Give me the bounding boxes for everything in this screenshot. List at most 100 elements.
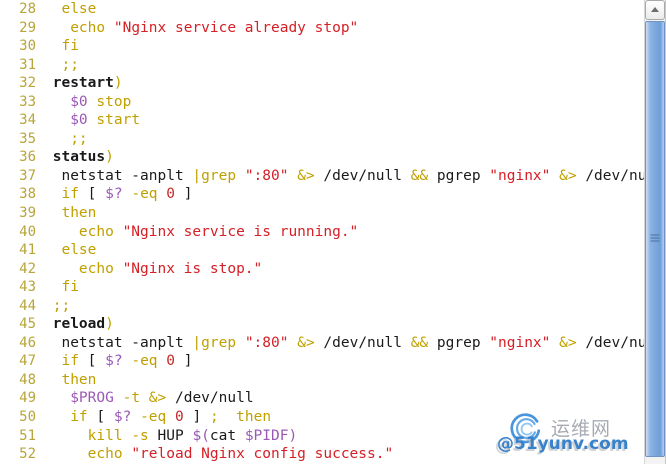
code-token: then (61, 205, 97, 222)
code-line[interactable]: 33 $0 stop (0, 93, 645, 112)
code-token (288, 335, 297, 351)
code-token: -eq (131, 186, 158, 203)
code-line[interactable]: 40 echo "Nginx service is running." (0, 223, 645, 242)
code-token: if (61, 186, 79, 203)
code-line[interactable]: 39 then (0, 204, 645, 223)
code-line-text: fi (44, 278, 645, 297)
line-number: 51 (19, 427, 36, 444)
code-token: else (61, 1, 97, 17)
code-line[interactable]: 36 status) (0, 148, 645, 167)
code-token: ] (175, 186, 193, 203)
code-token: 0 (175, 409, 184, 426)
code-token: && (410, 334, 429, 351)
line-number: 32 (19, 75, 36, 92)
code-token (131, 409, 140, 425)
code-token: echo (78, 223, 114, 240)
code-token (44, 112, 70, 128)
code-line[interactable]: 46 netstat -anplt |grep ":80" &> /dev/nu… (0, 334, 645, 353)
code-line[interactable]: 47 if [ $? -eq 0 ] (0, 352, 645, 371)
code-token (44, 224, 79, 240)
code-token: [ (87, 409, 114, 426)
code-token: $0 (70, 112, 88, 129)
scrollbar-thumb[interactable] (645, 21, 665, 457)
line-number: 44 (19, 297, 36, 314)
code-token: HUP (148, 427, 193, 444)
line-number: 36 (19, 149, 36, 166)
code-token: -eq (131, 353, 158, 370)
code-token: ;; (61, 56, 79, 73)
code-token: pgrep (428, 167, 490, 184)
code-line-text: echo "Nginx service is running." (44, 223, 645, 242)
code-token (44, 57, 61, 73)
code-token (158, 186, 167, 202)
code-token: "Nginx service is running." (122, 223, 359, 240)
line-number: 31 (19, 56, 36, 73)
code-token: netstat -anplt (61, 334, 193, 351)
code-token (550, 168, 559, 184)
code-token: fi (61, 279, 79, 296)
code-token (44, 20, 70, 36)
code-token: ; (209, 409, 219, 426)
code-token (44, 279, 61, 295)
code-token: -s (131, 427, 149, 444)
code-line-text: fi (44, 37, 645, 56)
code-line[interactable]: 43 fi (0, 278, 645, 297)
code-token (44, 242, 61, 258)
line-number: 42 (19, 260, 36, 277)
code-line[interactable]: 30 fi (0, 37, 645, 56)
code-token: /dev/null (314, 167, 411, 184)
code-line[interactable]: 29 echo "Nginx service already stop" (0, 19, 645, 38)
code-token: grep (201, 334, 237, 351)
code-token (166, 409, 175, 425)
line-number: 52 (19, 446, 36, 463)
code-token: &> (297, 167, 315, 184)
code-line[interactable]: 41 else (0, 241, 645, 260)
code-token: ;; (52, 297, 71, 314)
code-line[interactable]: 38 if [ $? -eq 0 ] (0, 185, 645, 204)
line-number: 40 (19, 223, 36, 240)
code-line[interactable]: 28 else (0, 0, 645, 19)
code-line-text: else (44, 0, 645, 19)
code-line[interactable]: 45 reload) (0, 315, 645, 334)
line-number: 39 (19, 205, 36, 222)
code-token: 0 (166, 186, 176, 203)
line-number: 35 (19, 130, 36, 147)
code-line[interactable]: 48 then (0, 371, 645, 390)
code-line[interactable]: 52 echo "reload Nginx config success." (0, 445, 645, 464)
code-token: && (410, 167, 429, 184)
code-line[interactable]: 31 ;; (0, 56, 645, 75)
code-line[interactable]: 51 kill -s HUP $(cat $PIDF) (0, 427, 645, 446)
code-line-text: ;; (44, 56, 645, 75)
code-line[interactable]: 35 ;; (0, 130, 645, 149)
code-token: "Nginx is stop." (122, 260, 263, 277)
code-token (114, 224, 123, 240)
vertical-scrollbar[interactable] (644, 0, 665, 464)
code-line-text: ;; (44, 297, 645, 316)
code-line[interactable]: 50 if [ $? -eq 0 ] ; then (0, 408, 645, 427)
code-token (140, 390, 149, 406)
code-token: ) (288, 427, 298, 444)
code-line[interactable]: 37 netstat -anplt |grep ":80" &> /dev/nu… (0, 167, 645, 186)
code-token (44, 316, 53, 332)
code-token: else (61, 242, 97, 259)
code-line-text: netstat -anplt |grep ":80" &> /dev/null … (44, 334, 645, 353)
code-line-text: status) (44, 148, 645, 167)
code-token (44, 94, 70, 110)
code-line[interactable]: 34 $0 start (0, 111, 645, 130)
code-token (44, 75, 53, 91)
line-number: 48 (19, 371, 36, 388)
code-token (44, 131, 70, 147)
code-line[interactable]: 44 ;; (0, 297, 645, 316)
line-number: 49 (19, 390, 36, 407)
line-number: 29 (19, 19, 36, 36)
code-line-text: restart) (44, 74, 645, 93)
code-line[interactable]: 49 $PROG -t &> /dev/null (0, 389, 645, 408)
code-token (44, 186, 61, 202)
code-token: | (192, 334, 202, 351)
code-token (44, 390, 70, 406)
scrollbar-up-button[interactable] (645, 0, 665, 20)
code-line[interactable]: 32 restart) (0, 74, 645, 93)
code-line[interactable]: 42 echo "Nginx is stop." (0, 260, 645, 279)
line-number: 50 (19, 409, 36, 426)
